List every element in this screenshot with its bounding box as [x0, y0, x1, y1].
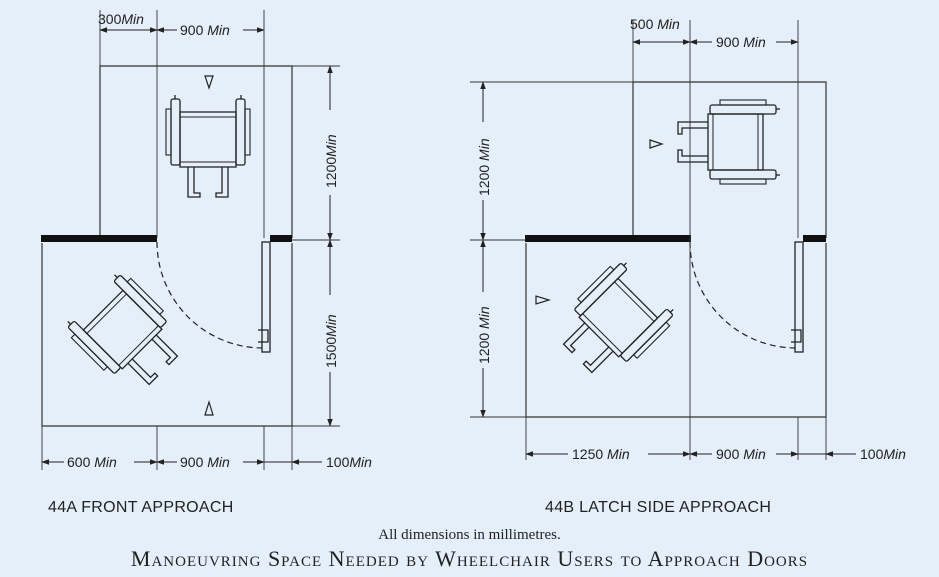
wheelchair-icon — [547, 255, 681, 389]
dimension-labels-a: 300Min 900 Min 1200Min 1500Min 600 Min 9… — [67, 11, 372, 470]
units-note: All dimensions in millimetres. — [378, 527, 561, 543]
wheelchair-icon — [165, 94, 251, 198]
approach-outline-a — [41, 65, 293, 427]
approach-outline-b — [525, 81, 827, 418]
dim-label-a-600: 600 Min — [67, 454, 117, 470]
figure-44b: 500 Min 900 Min 1200 Min 1200 Min 1250 M… — [470, 16, 906, 462]
dimension-lines-b — [480, 39, 856, 457]
wall-a — [41, 235, 292, 242]
door-leaf-a — [156, 241, 271, 353]
dim-label-b-500: 500 Min — [630, 16, 680, 32]
wheelchair-icon — [677, 99, 781, 185]
dim-label-a-300: 300Min — [98, 11, 144, 27]
dim-label-a-1500: 1500Min — [323, 314, 339, 368]
figure-44a: 300Min 900 Min 1200Min 1500Min 600 Min 9… — [41, 10, 372, 470]
dim-label-b-1200-upper: 1200 Min — [476, 138, 492, 196]
door-leaf-b — [689, 241, 804, 353]
direction-marker-icon — [535, 139, 664, 305]
caption-44b: 44B LATCH SIDE APPROACH — [545, 499, 772, 516]
dim-label-b-100: 100Min — [860, 446, 906, 462]
dimension-lines-a — [41, 27, 333, 465]
dim-label-a-900-bottom: 900 Min — [180, 454, 230, 470]
wheelchair-icon — [60, 267, 194, 401]
dim-label-b-900-top: 900 Min — [716, 34, 766, 50]
dim-label-b-1200-lower: 1200 Min — [476, 306, 492, 364]
dim-label-b-900-bottom: 900 Min — [716, 446, 766, 462]
dim-label-a-100: 100Min — [326, 454, 372, 470]
dim-label-a-900-top: 900 Min — [180, 22, 230, 38]
dim-label-b-1250: 1250 Min — [572, 446, 630, 462]
wall-b — [525, 235, 826, 242]
dimension-labels-b: 500 Min 900 Min 1200 Min 1200 Min 1250 M… — [476, 16, 906, 462]
direction-marker-icon — [204, 75, 214, 416]
dim-label-a-1200: 1200Min — [323, 134, 339, 188]
extension-lines-b — [470, 20, 827, 460]
figure-title: Manoeuvring Space Needed by Wheelchair U… — [130, 546, 809, 571]
caption-44a: 44A FRONT APPROACH — [48, 499, 234, 516]
